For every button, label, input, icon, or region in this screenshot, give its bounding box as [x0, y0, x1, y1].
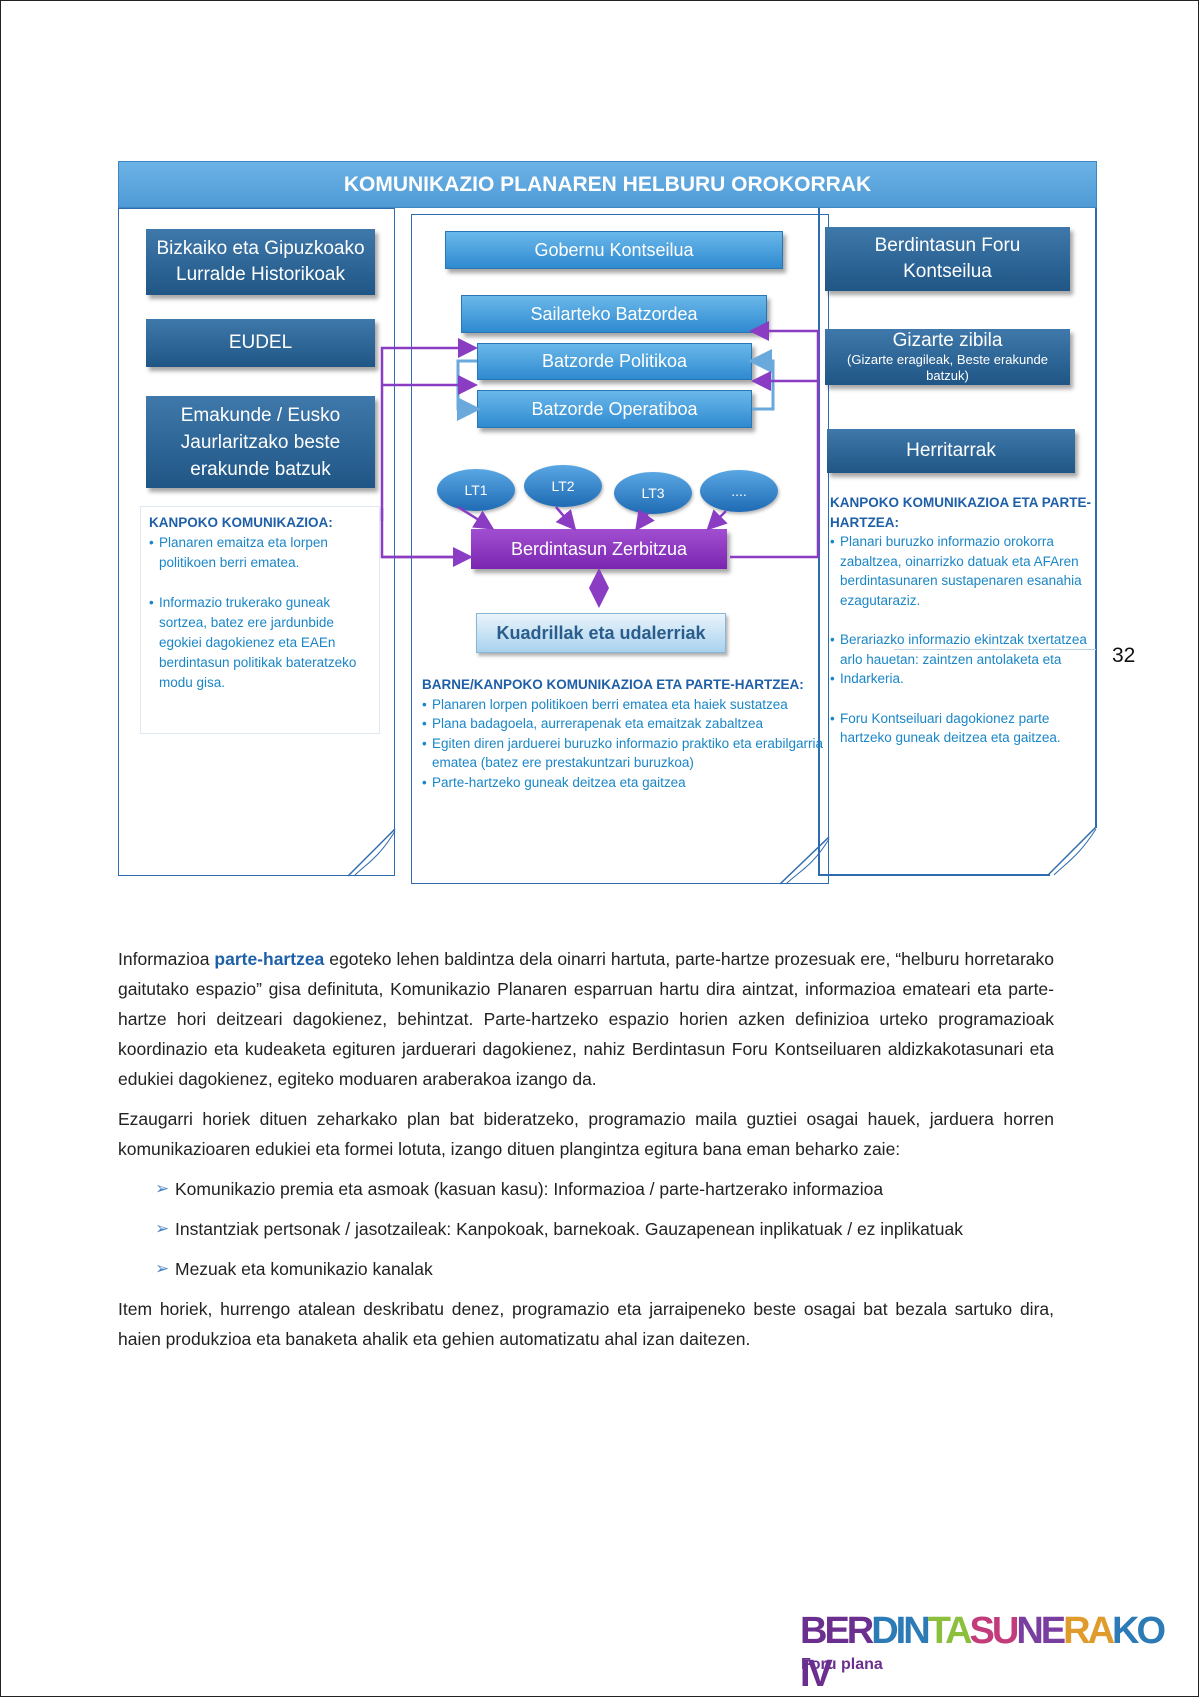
middle-note-item: Plana badagoela, aurrerapenak eta emaitz…	[422, 714, 830, 734]
left-note-title: KANPOKO KOMUNIKAZIOA:	[149, 515, 333, 530]
box-eudel: EUDEL	[146, 319, 375, 367]
diagram-connectors	[380, 321, 820, 608]
bullet-arrow-icon: ➢	[155, 1259, 170, 1278]
left-note-item: Informazio trukerako guneak sortzea, bat…	[149, 593, 371, 693]
logo-part: NE	[1016, 1610, 1066, 1652]
right-loop-politikoa-arrow	[730, 321, 820, 559]
paragraph-1-start: Informazioa	[118, 949, 215, 969]
bullet-item: ➢ Instantziak pertsonak / jasotzaileak: K…	[155, 1214, 1054, 1244]
box-sailarteko-batzordea: Sailarteko Batzordea	[461, 295, 767, 333]
middle-note: BARNE/KANPOKO KOMUNIKAZIOA ETA PARTE-HAR…	[422, 675, 830, 792]
middle-note-item: Egiten diren jarduerei buruzko informazi…	[422, 734, 830, 773]
logo-part: BER	[800, 1610, 874, 1652]
middle-note-title: BARNE/KANPOKO KOMUNIKAZIOA ETA PARTE-HAR…	[422, 677, 804, 692]
page-number: 32	[1112, 644, 1136, 667]
right-note-item: Planari buruzko informazio orokorra zaba…	[830, 532, 1092, 610]
left-panel-fold	[348, 829, 396, 877]
gizarte-zibila-label: Gizarte zibila	[892, 330, 1003, 351]
left-note: KANPOKO KOMUNIKAZIOA: Planaren emaitza e…	[140, 506, 380, 734]
right-note-item: Foru Kontseiluari dagokionez parte hartz…	[830, 709, 1092, 748]
body-text: Informazioa parte-hartzea egoteko lehen …	[118, 944, 1054, 1364]
box-berdintasun-zerbitzua: Berdintasun Zerbitzua	[471, 529, 727, 569]
bullet-text: Mezuak eta komunikazio kanalak	[175, 1259, 433, 1279]
lt1-ellipse: LT1	[437, 469, 515, 511]
box-gobernu-kontseilua: Gobernu Kontseilua	[445, 231, 783, 269]
box-batzorde-operatiboa: Batzorde Operatiboa	[477, 390, 752, 428]
box-gizarte-zibila: Gizarte zibila (Gizarte eragileak, Beste…	[825, 329, 1070, 385]
box-emakunde: Emakunde / Eusko Jaurlaritzako beste era…	[146, 396, 375, 488]
left-note-item: Planaren emaitza eta lorpen politikoen b…	[149, 533, 371, 573]
middle-note-item: Planaren lorpen politikoen berri ematea …	[422, 695, 830, 715]
paragraph-2: Ezaugarri horiek dituen zeharkako plan b…	[118, 1109, 1054, 1159]
paragraph-1-bold: parte-hartzea	[214, 949, 325, 969]
logo-subtitle: Foru plana	[801, 1656, 883, 1673]
middle-note-item: Parte-hartzeko guneak deitzea eta gaitze…	[422, 773, 830, 793]
logo-part: TA	[927, 1610, 973, 1652]
paragraph-1: Informazioa parte-hartzea egoteko lehen …	[118, 944, 1054, 1094]
bullet-item: ➢ Mezuak eta komunikazio kanalak	[155, 1254, 1054, 1284]
logo-part: RA	[1063, 1610, 1115, 1652]
communication-diagram: KOMUNIKAZIO PLANAREN HELBURU OROKORRAK B…	[118, 161, 1097, 886]
lt-more-arrow	[706, 509, 728, 531]
logo-part: DIN	[871, 1610, 930, 1652]
lt2-arrow	[555, 506, 577, 531]
box-herritarrak: Herritarrak	[827, 429, 1075, 473]
lt3-ellipse: LT3	[614, 472, 692, 514]
paragraph-1-rest: egoteko lehen baldintza dela oinarri har…	[118, 949, 1054, 1089]
lt1-arrow	[457, 505, 495, 530]
gizarte-zibila-sublabel: (Gizarte eragileak, Beste erakunde batzu…	[847, 352, 1048, 383]
lt3-arrow	[635, 508, 655, 532]
right-note: KANPOKO KOMUNIKAZIOA ETA PARTE-HARTZEA: …	[830, 493, 1092, 748]
diagram-title: KOMUNIKAZIO PLANAREN HELBURU OROKORRAK	[118, 161, 1097, 208]
right-note-item: Indarkeria.	[830, 669, 1092, 689]
loop-right-arrow	[748, 349, 775, 411]
lt-more-ellipse: ....	[700, 470, 778, 512]
bullet-arrow-icon: ➢	[155, 1179, 170, 1198]
box-berdintasun-foru-kontseilua: Berdintasun Foru Kontseilua	[825, 227, 1070, 291]
lt2-ellipse: LT2	[524, 465, 602, 507]
logo-part: IV	[800, 1653, 833, 1695]
bullet-item: ➢ Komunikazio premia eta asmoak (kasuan k…	[155, 1174, 1054, 1204]
box-lurralde-historikoak: Bizkaiko eta Gipuzkoako Lurralde Histori…	[146, 229, 375, 295]
logo-part: SU	[969, 1610, 1020, 1652]
bullet-text: Komunikazio premia eta asmoak (kasuan ka…	[175, 1179, 884, 1199]
logo-part: KO	[1112, 1610, 1166, 1652]
box-kuadrillak-udalerriak: Kuadrillak eta udalerriak	[476, 613, 726, 653]
right-note-title: KANPOKO KOMUNIKAZIOA ETA PARTE-HARTZEA:	[830, 495, 1091, 530]
paragraph-3: Item horiek, hurrengo atalean deskribatu…	[118, 1299, 1054, 1349]
right-note-item: Berariazko informazio ekintzak txertatze…	[830, 630, 1092, 669]
bullet-arrow-icon: ➢	[155, 1219, 170, 1238]
right-panel-fold	[1048, 827, 1097, 876]
berdintasunerako-logo: BERDINTASUNERAKO IV	[800, 1610, 1199, 1696]
bullet-text: Instantziak pertsonak / jasotzaileak: Ka…	[175, 1219, 963, 1239]
box-batzorde-politikoa: Batzorde Politikoa	[477, 343, 752, 380]
